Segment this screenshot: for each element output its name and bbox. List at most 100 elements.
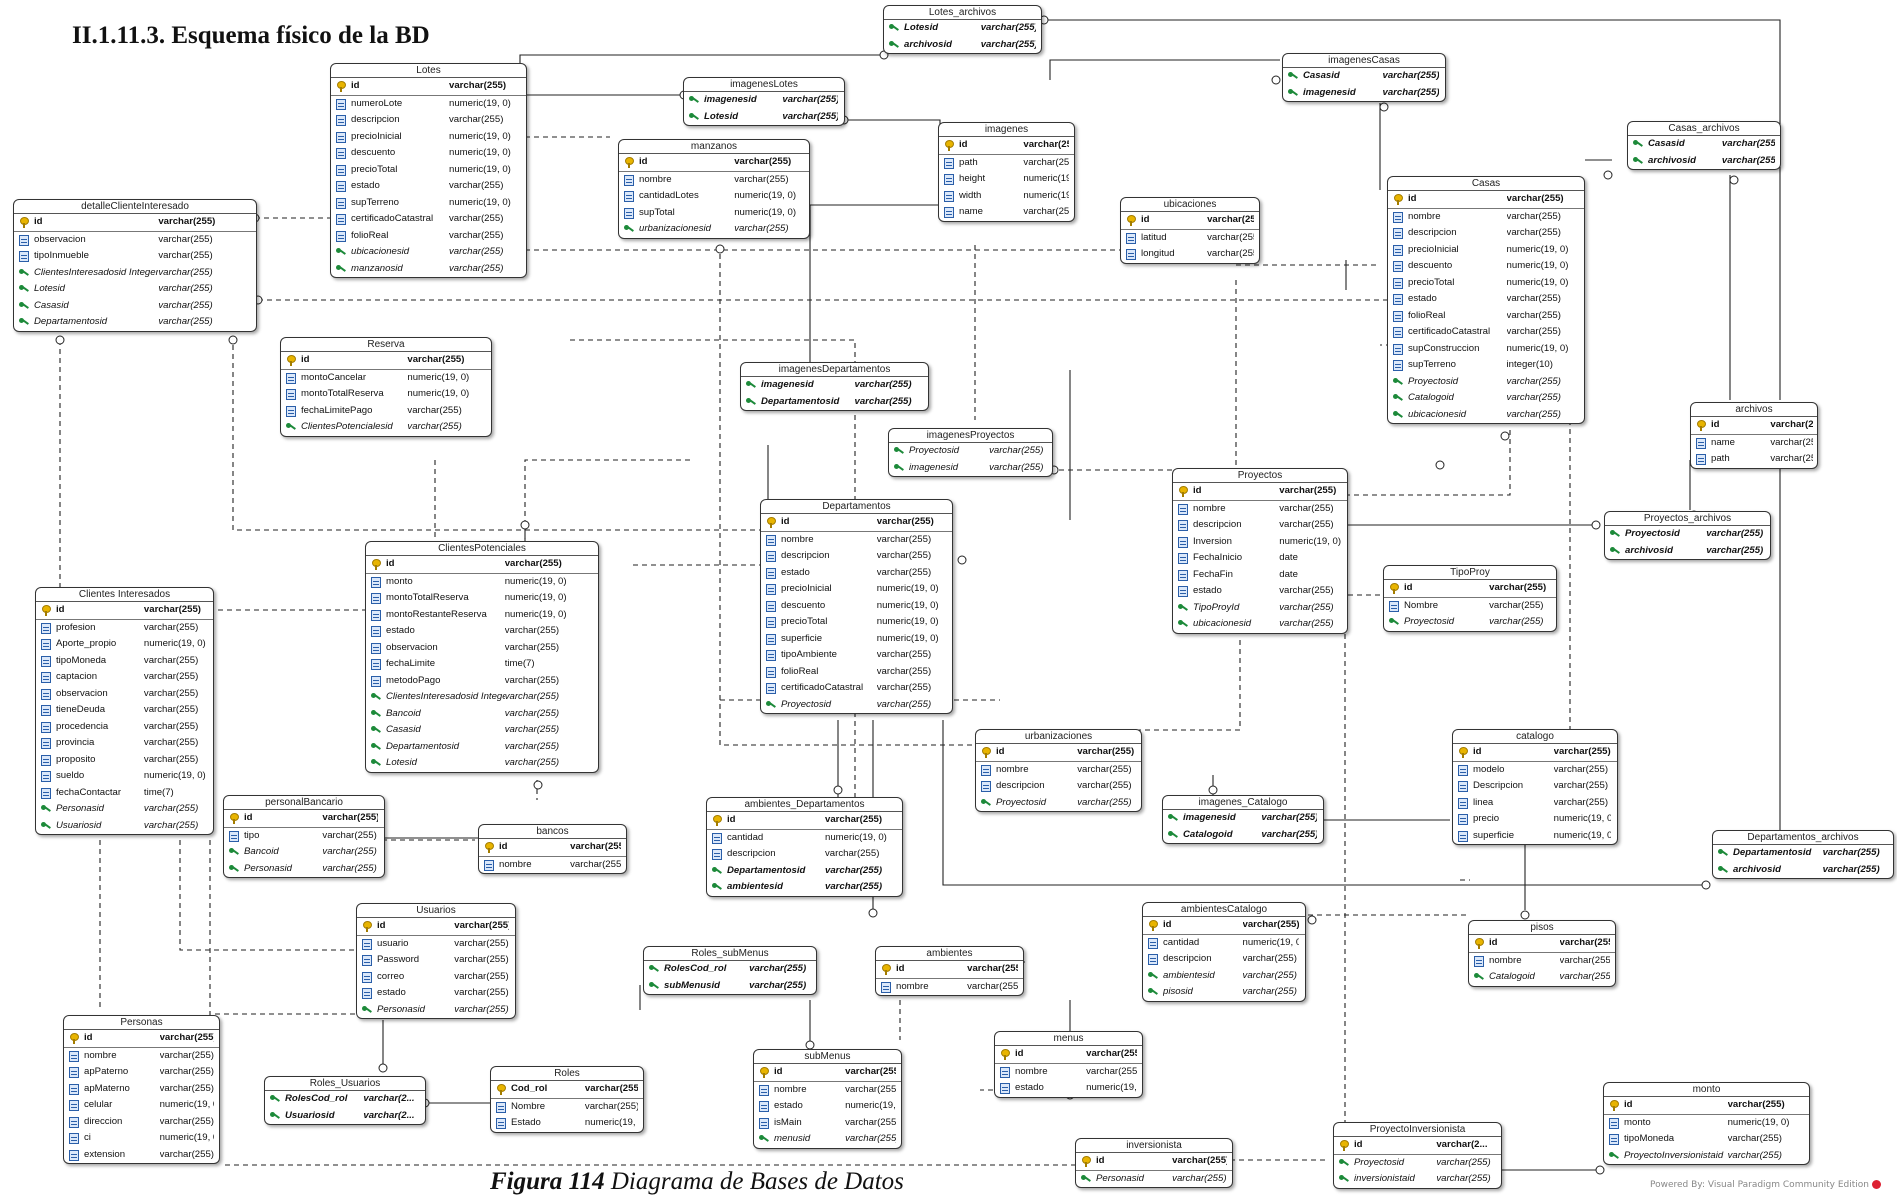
column-name: latitud	[1141, 231, 1167, 243]
entity-ambientes[interactable]: ambientesidvarchar(255)nombrevarchar(255…	[875, 946, 1024, 996]
column-type: varchar(255)	[159, 1032, 214, 1043]
column-type: varchar(255)	[1279, 502, 1334, 514]
column-name: imagenesid	[704, 94, 757, 105]
column-type: varchar(255)	[1706, 544, 1764, 556]
column-icon	[1393, 228, 1403, 239]
column-type: varchar(255)	[1727, 1149, 1782, 1161]
foreign-key-icon	[229, 847, 240, 857]
column-icon	[41, 639, 51, 650]
entity-menus[interactable]: menusidvarchar(255)nombrevarchar(255)est…	[994, 1031, 1143, 1098]
column-name: id	[727, 814, 736, 825]
column-type: varchar(255)	[1553, 746, 1611, 757]
column-name: profesion	[56, 621, 96, 633]
foreign-key-icon	[371, 758, 382, 768]
foreign-key-icon	[1288, 71, 1299, 81]
primary-key-icon	[981, 747, 991, 758]
column-type: varchar(255)	[845, 1083, 896, 1095]
column-icon	[624, 174, 634, 186]
foreign-key-icon	[41, 821, 52, 831]
column-type: numeric(19, 0)	[159, 1099, 214, 1110]
column-icon	[496, 1101, 506, 1113]
column-icon	[41, 622, 51, 634]
column-type: numeric(19, 0)	[407, 371, 470, 383]
foreign-key-icon	[336, 264, 347, 274]
column-type: numeric(19, 0)	[1506, 342, 1569, 354]
primary-key-icon	[1000, 1049, 1010, 1060]
column-name: fechaLimitePago	[301, 404, 373, 416]
column-name: id	[301, 354, 310, 365]
entity-name: menus	[995, 1032, 1142, 1046]
column-type: varchar(2...	[363, 1109, 415, 1121]
foreign-key-icon	[1148, 971, 1159, 981]
column-type: numeric(19, 0)	[734, 206, 797, 218]
column-icon	[286, 405, 296, 417]
column-icon	[759, 1117, 769, 1129]
column-name: subMenusid	[664, 979, 720, 991]
entity-imagenes[interactable]: imagenesidvarchar(255)pathvarchar(255)he…	[938, 122, 1075, 222]
entity-name: Usuarios	[357, 904, 515, 918]
entity-name: pisos	[1469, 921, 1615, 935]
column-type: varchar(255)	[143, 654, 199, 666]
entity-ubicaciones[interactable]: ubicacionesidvarchar(255)latitudvarchar(…	[1120, 197, 1260, 264]
entity-name: Departamentos	[761, 500, 952, 514]
column-name: fechaContactar	[56, 786, 122, 798]
column-type: time(7)	[143, 786, 174, 798]
column-name: extension	[84, 1148, 126, 1160]
column-icon	[1393, 294, 1403, 305]
column-type: varchar(255)	[449, 262, 504, 274]
column-name: linea	[1473, 796, 1494, 808]
column-icon	[286, 389, 296, 400]
column-type: varchar(255)	[449, 246, 504, 257]
entity-name: subMenus	[754, 1050, 901, 1064]
column-icon	[1178, 586, 1188, 597]
entity-archivos[interactable]: archivosidvarchar(255)namevarchar(255)pa…	[1690, 402, 1818, 469]
column-icon	[1148, 937, 1158, 949]
entity-pisos[interactable]: pisosidvarchar(255)nombrevarchar(255)Cat…	[1468, 920, 1616, 987]
entity-submenus[interactable]: subMenusidvarchar(255)nombrevarchar(255)…	[753, 1049, 902, 1149]
column-name: descripcion	[996, 780, 1045, 791]
